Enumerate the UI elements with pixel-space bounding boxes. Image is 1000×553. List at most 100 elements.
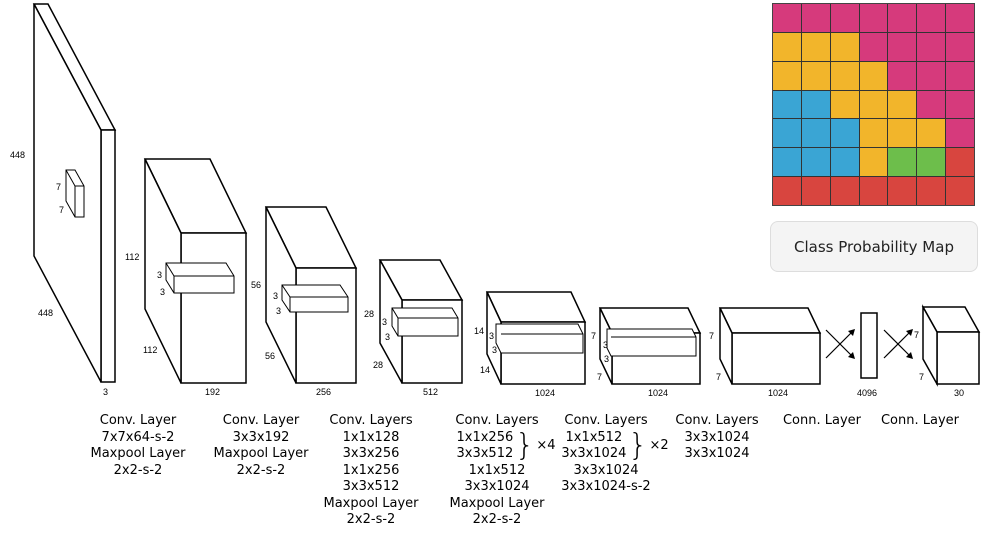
caption-line: Maxpool Layer — [213, 446, 309, 461]
brace-icon: } — [515, 428, 535, 463]
grid-cell — [917, 148, 946, 177]
grid-cell — [830, 90, 859, 119]
grid-cell — [888, 148, 917, 177]
caption-line: 2x2-s-2 — [113, 462, 163, 478]
caption-line: 2x2-s-2 — [236, 462, 286, 478]
grid-cell — [859, 177, 888, 205]
grid-cell — [801, 4, 830, 32]
grid-cell — [917, 90, 946, 119]
block1-depth-label: 192 — [205, 387, 220, 397]
caption-line: 1x1x256 — [456, 429, 514, 445]
grid-cell — [830, 61, 859, 90]
fc-depth-label: 4096 — [857, 388, 877, 398]
caption-line: Maxpool Layer — [90, 446, 186, 461]
feature-volume-7b: 7 7 1024 — [709, 307, 822, 398]
grid-cell — [917, 177, 946, 205]
class-probability-grid — [773, 4, 974, 205]
caption-line: 3x3x1024 — [684, 446, 750, 461]
grid-cell — [830, 148, 859, 177]
fc-4096-volume: 4096 — [857, 312, 878, 398]
caption-line: 3x3x1024-s-2 — [561, 479, 651, 494]
grid-cell — [946, 177, 974, 205]
grid-cell — [773, 4, 801, 32]
block2-width-label: 56 — [265, 351, 275, 361]
caption-line: 1x1x512 — [565, 429, 623, 445]
block4-width-label: 14 — [480, 365, 490, 375]
grid-cell — [888, 119, 917, 148]
grid-cell — [859, 32, 888, 61]
grid-cell — [888, 177, 917, 205]
grid-cell — [946, 90, 974, 119]
output-height-label: 7 — [914, 330, 919, 340]
block2-depth-label: 256 — [316, 387, 331, 397]
block5-kernel-b: 3 — [604, 354, 609, 364]
caption-line: Conv. Layers — [329, 413, 413, 428]
block1-kernel-a: 3 — [157, 270, 162, 280]
feature-volume-14: 14 14 1024 3 3 — [474, 291, 587, 398]
grid-cell — [946, 32, 974, 61]
caption-line: Conn. Layer — [782, 413, 862, 428]
caption-line: 3x3x192 — [232, 429, 290, 445]
block5-kernel-a: 3 — [603, 340, 608, 350]
block5-width-label: 7 — [597, 372, 602, 382]
caption-block-5: Conv. Layers 1x1x512 3x3x1024 } ×2 3x3x1… — [543, 413, 668, 496]
caption-block-7: Conn. Layer — [783, 413, 861, 430]
caption-block-1: Conv. Layer 7x7x64-s-2 Maxpool Layer 2x2… — [90, 413, 185, 479]
grid-cell — [946, 148, 974, 177]
caption-line: 3x3x1024 — [684, 429, 750, 445]
block5-height-label: 7 — [591, 331, 596, 341]
repeat-count: ×4 — [536, 437, 556, 453]
grid-cell — [859, 4, 888, 32]
caption-block-8: Conn. Layer — [881, 413, 959, 430]
caption-line: 1x1x128 — [342, 429, 400, 445]
feature-volume-112: 112 112 192 3 3 — [125, 158, 248, 397]
block4-kernel-a: 3 — [489, 331, 494, 341]
class-probability-map-label: Class Probability Map — [770, 221, 978, 272]
grid-cell — [917, 32, 946, 61]
block3-kernel-a: 3 — [382, 317, 387, 327]
block2-kernel-b: 3 — [276, 306, 281, 316]
caption-line: Conn. Layer — [880, 413, 960, 428]
class-probability-map-image — [772, 3, 975, 206]
caption-line: Conv. Layers — [675, 413, 759, 428]
repeat-group: 1x1x256 3x3x512 } ×4 — [456, 430, 555, 463]
grid-cell — [859, 119, 888, 148]
block2-kernel-a: 3 — [273, 291, 278, 301]
caption-line: 3x3x512 — [456, 446, 514, 461]
grid-cell — [917, 4, 946, 32]
caption-line: 2x2-s-2 — [346, 512, 396, 527]
caption-block-3: Conv. Layers 1x1x128 3x3x256 1x1x256 3x3… — [323, 413, 418, 529]
caption-line: 3x3x512 — [342, 479, 400, 494]
kernel-label-a: 7 — [56, 182, 61, 192]
grid-cell — [946, 61, 974, 90]
grid-cell — [946, 4, 974, 32]
block2-height-label: 56 — [251, 280, 261, 290]
grid-cell — [830, 4, 859, 32]
input-depth-label: 3 — [103, 387, 108, 397]
caption-line: 2x2-s-2 — [472, 512, 522, 527]
caption-line: Conv. Layers — [564, 413, 648, 428]
caption-line: 3x3x1024 — [573, 462, 639, 478]
full-connection-arrows-2 — [883, 329, 913, 359]
grid-cell — [888, 32, 917, 61]
caption-line: 7x7x64-s-2 — [101, 429, 175, 445]
repeat-count: ×2 — [649, 437, 669, 453]
block4-kernel-b: 3 — [492, 345, 497, 355]
grid-cell — [773, 61, 801, 90]
caption-block-6: Conv. Layers 3x3x1024 3x3x1024 — [675, 413, 758, 463]
input-volume: 448 448 3 7 7 — [10, 3, 117, 397]
grid-cell — [773, 177, 801, 205]
repeat-group: 1x1x512 3x3x1024 } ×2 — [561, 430, 668, 463]
caption-line: 1x1x256 — [342, 462, 400, 478]
grid-cell — [773, 32, 801, 61]
block3-width-label: 28 — [373, 360, 383, 370]
output-width-label: 7 — [919, 372, 924, 382]
caption-line: 3x3x256 — [342, 446, 400, 461]
feature-volume-7a: 7 7 1024 3 3 — [591, 307, 702, 398]
block4-depth-label: 1024 — [535, 388, 555, 398]
grid-cell — [830, 177, 859, 205]
grid-cell — [801, 32, 830, 61]
grid-cell — [917, 61, 946, 90]
grid-cell — [888, 90, 917, 119]
caption-line: Conv. Layer — [99, 413, 177, 428]
